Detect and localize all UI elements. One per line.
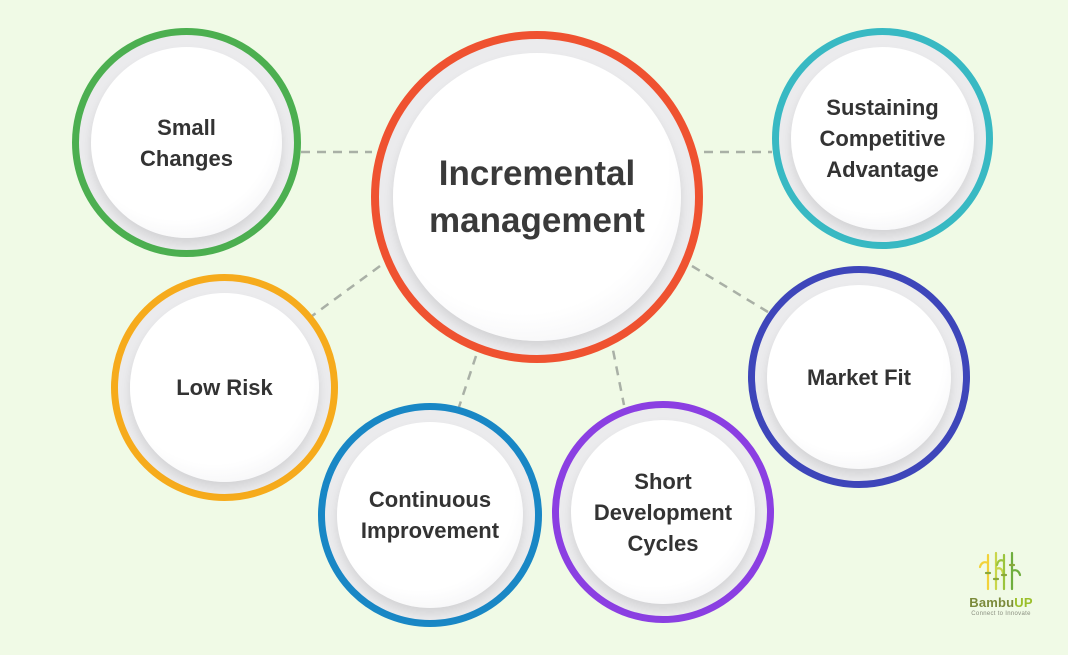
logo-tagline: Connect to Innovate	[971, 611, 1031, 617]
bambuup-logo: BambuUP Connect to Innovate	[946, 549, 1056, 631]
node-low-risk: Low Risk	[111, 274, 338, 501]
connector-low-risk	[311, 264, 381, 318]
logo-wordmark-part1: Bambu	[969, 595, 1015, 610]
logo-wordmark-part2: UP	[1014, 595, 1033, 610]
node-short-development-cycles: Short Development Cycles	[552, 401, 774, 623]
node-sustaining-competitive-advantage: Sustaining Competitive Advantage	[772, 28, 993, 249]
node-label-continuous-improvement: Continuous Improvement	[360, 487, 500, 543]
node-label-short-development-cycles: Short Development Cycles	[593, 468, 733, 556]
node-market-fit: Market Fit	[748, 266, 970, 488]
bamboo-logo-icon	[978, 551, 1022, 591]
node-label-sustaining-competitive-advantage: Sustaining Competitive Advantage	[819, 95, 946, 182]
node-label-low-risk: Low Risk	[176, 375, 273, 400]
connector-short-development-cycles	[608, 334, 626, 406]
node-label-market-fit: Market Fit	[807, 364, 911, 390]
connector-continuous-improvement	[456, 355, 478, 411]
center-node-incremental-management: Incremental management	[371, 31, 703, 363]
node-small-changes: Small Changes	[72, 28, 301, 257]
node-label-small-changes: Small Changes	[140, 114, 233, 171]
logo-wordmark: BambuUP	[946, 595, 1056, 610]
center-node-label: Incremental management	[429, 154, 645, 240]
node-continuous-improvement: Continuous Improvement	[318, 403, 542, 627]
connector-market-fit	[691, 264, 769, 314]
